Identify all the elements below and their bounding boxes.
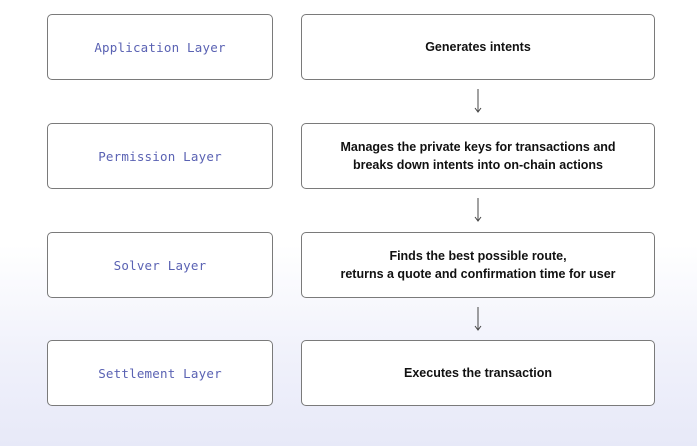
down-arrow-icon (474, 198, 482, 222)
solver-layer-description-box: Finds the best possible route, returns a… (301, 232, 655, 298)
application-layer-box: Application Layer (47, 14, 273, 80)
application-layer-description-box: Generates intents (301, 14, 655, 80)
settlement-layer-description-box: Executes the transaction (301, 340, 655, 406)
permission-layer-label: Permission Layer (98, 148, 222, 164)
settlement-layer-box: Settlement Layer (47, 340, 273, 406)
permission-layer-description-box: Manages the private keys for transaction… (301, 123, 655, 189)
settlement-layer-label: Settlement Layer (98, 365, 222, 381)
settlement-layer-description: Executes the transaction (404, 366, 552, 380)
application-layer-label: Application Layer (94, 39, 226, 55)
permission-layer-description: Manages the private keys for transaction… (340, 140, 616, 172)
solver-layer-box: Solver Layer (47, 232, 273, 298)
solver-layer-description: Finds the best possible route, returns a… (340, 249, 616, 281)
application-layer-description: Generates intents (425, 40, 531, 54)
down-arrow-icon (474, 89, 482, 113)
down-arrow-icon (474, 307, 482, 331)
solver-layer-label: Solver Layer (113, 257, 207, 273)
permission-layer-box: Permission Layer (47, 123, 273, 189)
